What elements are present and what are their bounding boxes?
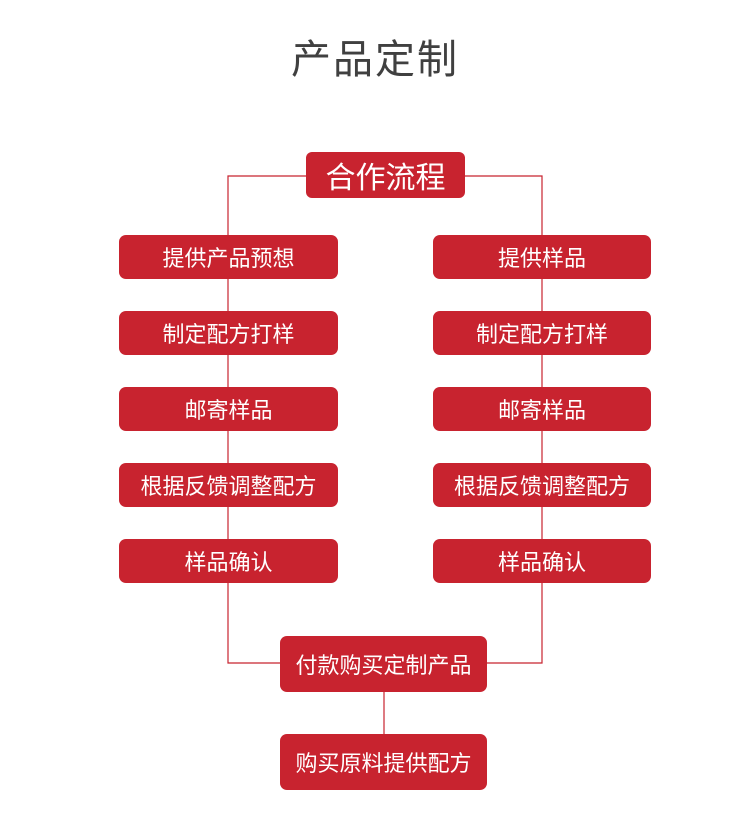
left-step-1-box: 提供产品预想 (119, 235, 338, 279)
left-step-3-label: 邮寄样品 (184, 399, 273, 424)
right-step-2-box: 制定配方打样 (433, 311, 651, 355)
right-step-1-box: 提供样品 (433, 235, 651, 279)
left-step-4-box: 根据反馈调整配方 (119, 463, 338, 507)
right-step-5-label: 样品确认 (497, 551, 586, 576)
right-step-3-box: 邮寄样品 (433, 387, 651, 431)
page-title: 产品定制 (291, 37, 459, 83)
left-step-4-label: 根据反馈调整配方 (140, 475, 317, 500)
merge-step-box: 付款购买定制产品 (280, 636, 487, 692)
right-step-1-label: 提供样品 (497, 247, 586, 272)
merge-step-label: 付款购买定制产品 (295, 654, 472, 679)
left-step-1-label: 提供产品预想 (162, 247, 295, 272)
flow-header-box: 合作流程 (306, 152, 465, 198)
right-step-2-label: 制定配方打样 (475, 323, 608, 348)
right-step-4-box: 根据反馈调整配方 (433, 463, 651, 507)
left-step-2-box: 制定配方打样 (119, 311, 338, 355)
right-step-5-box: 样品确认 (433, 539, 651, 583)
flow-header-label: 合作流程 (325, 161, 446, 196)
right-step-4-label: 根据反馈调整配方 (453, 475, 630, 500)
right-step-3-label: 邮寄样品 (497, 399, 586, 424)
left-step-3-box: 邮寄样品 (119, 387, 338, 431)
final-step-label: 购买原料提供配方 (295, 752, 472, 777)
final-step-box: 购买原料提供配方 (280, 734, 487, 790)
left-step-5-box: 样品确认 (119, 539, 338, 583)
left-step-2-label: 制定配方打样 (162, 323, 295, 348)
left-step-5-label: 样品确认 (184, 551, 273, 576)
